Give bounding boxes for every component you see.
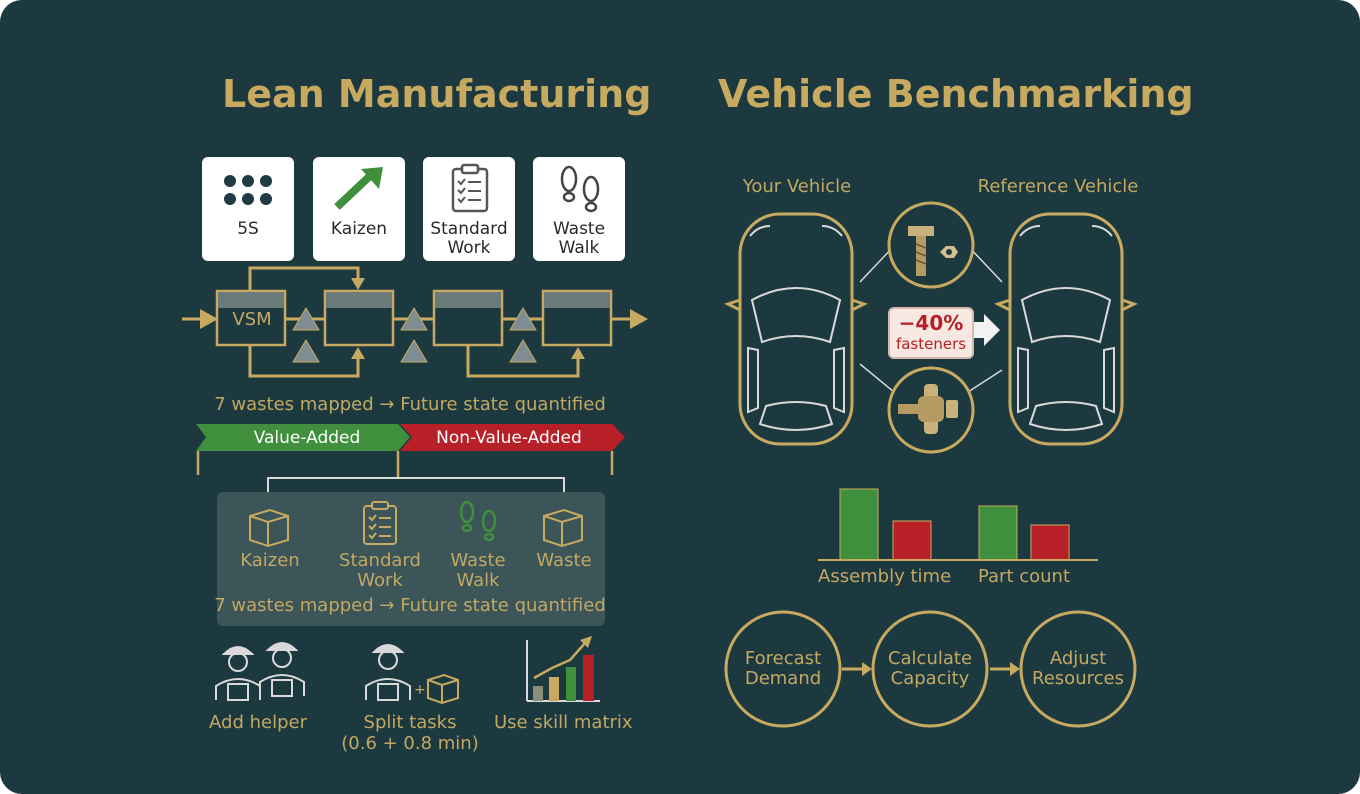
wastes-note: 7 wastes mapped → Future state quantifie…	[214, 394, 606, 415]
dots-grid-icon	[224, 175, 272, 205]
tool-card-label: Waste Walk	[533, 220, 625, 258]
action-split-tasks: Split tasks	[363, 712, 457, 733]
non-value-added-banner	[400, 424, 625, 451]
tool-card-standard-work: Standard Work	[423, 157, 515, 261]
car-top-view-icon	[724, 212, 868, 446]
bench-title: Vehicle Benchmarking	[718, 72, 1194, 116]
panel-note: 7 wastes mapped → Future state quantifie…	[214, 595, 606, 616]
bolt-nut-icon	[908, 226, 958, 276]
step-adjust-resources: Adjust Resources	[1032, 648, 1124, 689]
action-split-tasks-detail: (0.6 + 0.8 min)	[341, 733, 479, 754]
panel-item-waste: Waste	[536, 550, 592, 571]
value-added-label: Value-Added	[253, 428, 361, 448]
chart-label-assembly-time: Assembly time	[818, 566, 952, 587]
tool-card-label-text: Standard Work	[430, 219, 508, 258]
value-added-banner	[196, 424, 410, 451]
vsm-label: VSM	[232, 309, 272, 330]
step-forecast-demand: Forecast Demand	[744, 648, 822, 689]
chart-label-part-count: Part count	[977, 566, 1071, 587]
action-skill-matrix: Use skill matrix	[494, 712, 633, 733]
worker-box-icon: +	[365, 644, 459, 705]
tool-card-kaizen: Kaizen	[313, 157, 405, 261]
box-icon	[249, 508, 289, 548]
inventory-triangle-icon	[292, 307, 537, 363]
badge-value: −40%	[898, 311, 964, 335]
svg-text:+: +	[414, 682, 426, 698]
panel-item-kaizen: Kaizen	[240, 550, 300, 571]
non-value-added-label: Non-Value-Added	[436, 428, 582, 448]
workers-icon	[215, 642, 305, 701]
your-vehicle-label: Your Vehicle	[742, 176, 852, 197]
tool-card-label: 5S	[237, 219, 259, 239]
car-top-view-icon	[994, 212, 1138, 446]
action-add-helper: Add helper	[209, 712, 307, 733]
box-icon	[543, 508, 583, 548]
reference-vehicle-label: Reference Vehicle	[977, 176, 1139, 197]
clipboard-icon	[363, 501, 397, 545]
clipboard-icon	[451, 163, 489, 213]
tool-card-label-text: Waste Walk	[552, 219, 606, 258]
lean-title: Lean Manufacturing	[222, 72, 652, 116]
footprints-icon	[560, 165, 600, 213]
clip-fastener-icon	[898, 384, 958, 434]
footprints-icon	[459, 500, 497, 542]
badge-label: fasteners	[895, 335, 967, 353]
step-calculate-capacity: Calculate Capacity	[887, 648, 973, 689]
tool-card-5s: 5S	[202, 157, 294, 261]
arrow-up-right-icon	[334, 167, 383, 210]
tool-card-waste-walk: Waste Walk	[533, 157, 625, 261]
tool-card-label: Kaizen	[330, 219, 388, 239]
vsm-process-boxes	[215, 289, 613, 347]
tool-card-label: Standard Work	[423, 220, 515, 258]
panel-item-standard-work: Standard Work	[339, 550, 421, 591]
skill-matrix-chart-icon	[526, 636, 600, 702]
fastener-reduction-badge: −40% fasteners	[888, 307, 974, 359]
panel-item-waste-walk: Waste Walk	[450, 550, 506, 591]
